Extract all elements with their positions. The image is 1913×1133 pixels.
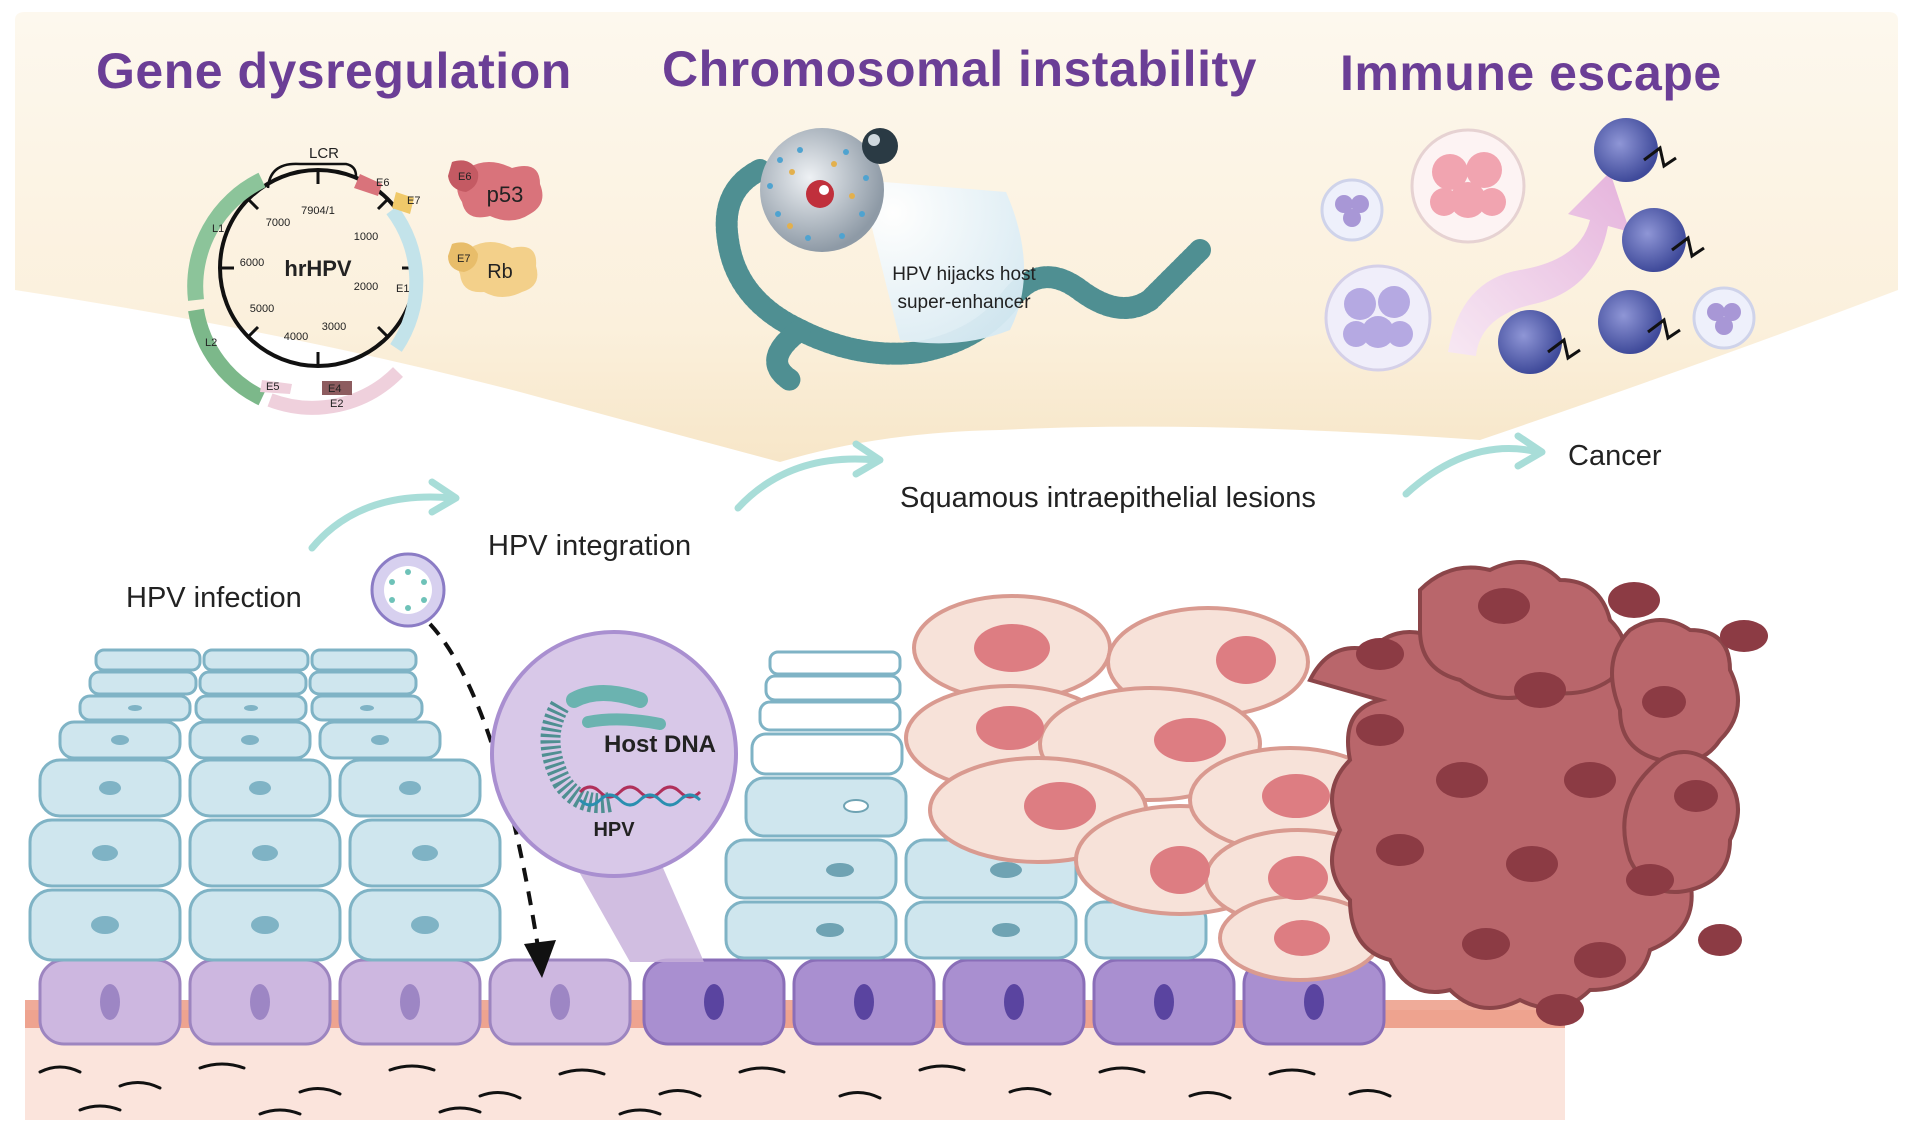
t-cell-1 <box>1594 118 1677 182</box>
heading-immune-escape: Immune escape <box>1340 45 1722 101</box>
chromosomal-note-line1: HPV hijacks host <box>892 264 1036 285</box>
inset-hpv-label: HPV <box>593 819 635 841</box>
rb-label: Rb <box>487 261 513 283</box>
arrow-infection-to-integration <box>308 493 456 552</box>
tick-3000: 3000 <box>322 321 346 333</box>
e7-label: E7 <box>457 253 470 265</box>
chromosomal-note-line2: super-enhancer <box>897 292 1031 313</box>
p53-label: p53 <box>487 182 524 207</box>
label-squamous-lesions: Squamous intraepithelial lesions <box>900 482 1316 514</box>
gene-arc-E6 <box>354 174 382 196</box>
lcr-bracket <box>266 162 358 189</box>
gene-arc-E4 <box>322 381 352 395</box>
gene-label-E6: E6 <box>376 177 389 189</box>
gene-label-E4: E4 <box>328 383 341 395</box>
basal-layer <box>38 958 1386 1046</box>
gene-arc-E2 <box>267 367 403 415</box>
label-hpv-integration: HPV integration <box>488 530 692 562</box>
tick-6000: 6000 <box>240 257 264 269</box>
cancer-nuclei <box>1356 582 1768 1026</box>
lesion-nuclei <box>974 624 1330 956</box>
gene-arc-E5 <box>260 380 292 394</box>
lens-sphere <box>862 128 898 164</box>
e7-rb-complex: E7 Rb <box>448 242 538 297</box>
gene-arc-L1 <box>187 172 266 301</box>
hpv-virion-infection <box>370 552 446 628</box>
t-cell-3 <box>1598 290 1681 354</box>
integration-inset: Host DNA HPV <box>490 630 738 878</box>
infection-path-arrow <box>428 622 542 961</box>
heading-gene-dysregulation: Gene dysregulation <box>96 43 572 99</box>
chromatin-strand <box>715 159 1211 391</box>
gene-label-L2: L2 <box>205 337 217 349</box>
e6-p53-complex: E6 p53 <box>448 160 543 221</box>
gene-label-E7: E7 <box>407 195 420 207</box>
arrow-integration-to-lesions <box>734 455 880 512</box>
hpv-virion-chromosomal <box>760 128 898 252</box>
t-cell-4 <box>1498 310 1581 374</box>
tick-1000: 1000 <box>354 231 378 243</box>
normal-nuclei <box>91 705 439 934</box>
tick-5000: 5000 <box>250 303 274 315</box>
hpv-genome-map: hrHPV LCR 7904/1 1000 2000 3000 4000 500… <box>187 145 424 415</box>
t-cell-2 <box>1622 208 1705 272</box>
label-cancer: Cancer <box>1568 440 1662 472</box>
gene-arc-E7 <box>392 192 414 214</box>
immune-escape-scene <box>1320 118 1756 374</box>
heading-chromosomal-instability: Chromosomal instability <box>662 41 1257 97</box>
e6-label: E6 <box>458 171 471 183</box>
arrow-lesions-to-cancer <box>1402 445 1542 498</box>
gene-label-E1: E1 <box>396 283 409 295</box>
inset-host-dna-label: Host DNA <box>604 731 716 758</box>
tick-4000: 4000 <box>284 331 308 343</box>
transition-surface <box>750 650 904 776</box>
gene-label-E2: E2 <box>330 398 343 410</box>
gene-arc-E1 <box>386 205 424 352</box>
lcr-label: LCR <box>309 145 339 162</box>
super-enhancer-beam <box>860 180 1025 344</box>
tick-7000: 7000 <box>266 217 290 229</box>
collagen-fibers <box>38 1062 1392 1116</box>
normal-epithelium <box>28 648 502 962</box>
cancer-mass <box>1307 560 1740 1010</box>
genome-center-label: hrHPV <box>284 256 352 281</box>
transition-nuclei <box>816 799 1022 937</box>
escape-arrow <box>1448 172 1630 356</box>
gene-label-E5: E5 <box>266 381 279 393</box>
origin-label: 7904/1 <box>301 205 335 217</box>
label-hpv-infection: HPV infection <box>126 582 302 614</box>
gene-arc-L2 <box>188 308 266 406</box>
tick-2000: 2000 <box>354 281 378 293</box>
gene-label-L1: L1 <box>212 223 224 235</box>
